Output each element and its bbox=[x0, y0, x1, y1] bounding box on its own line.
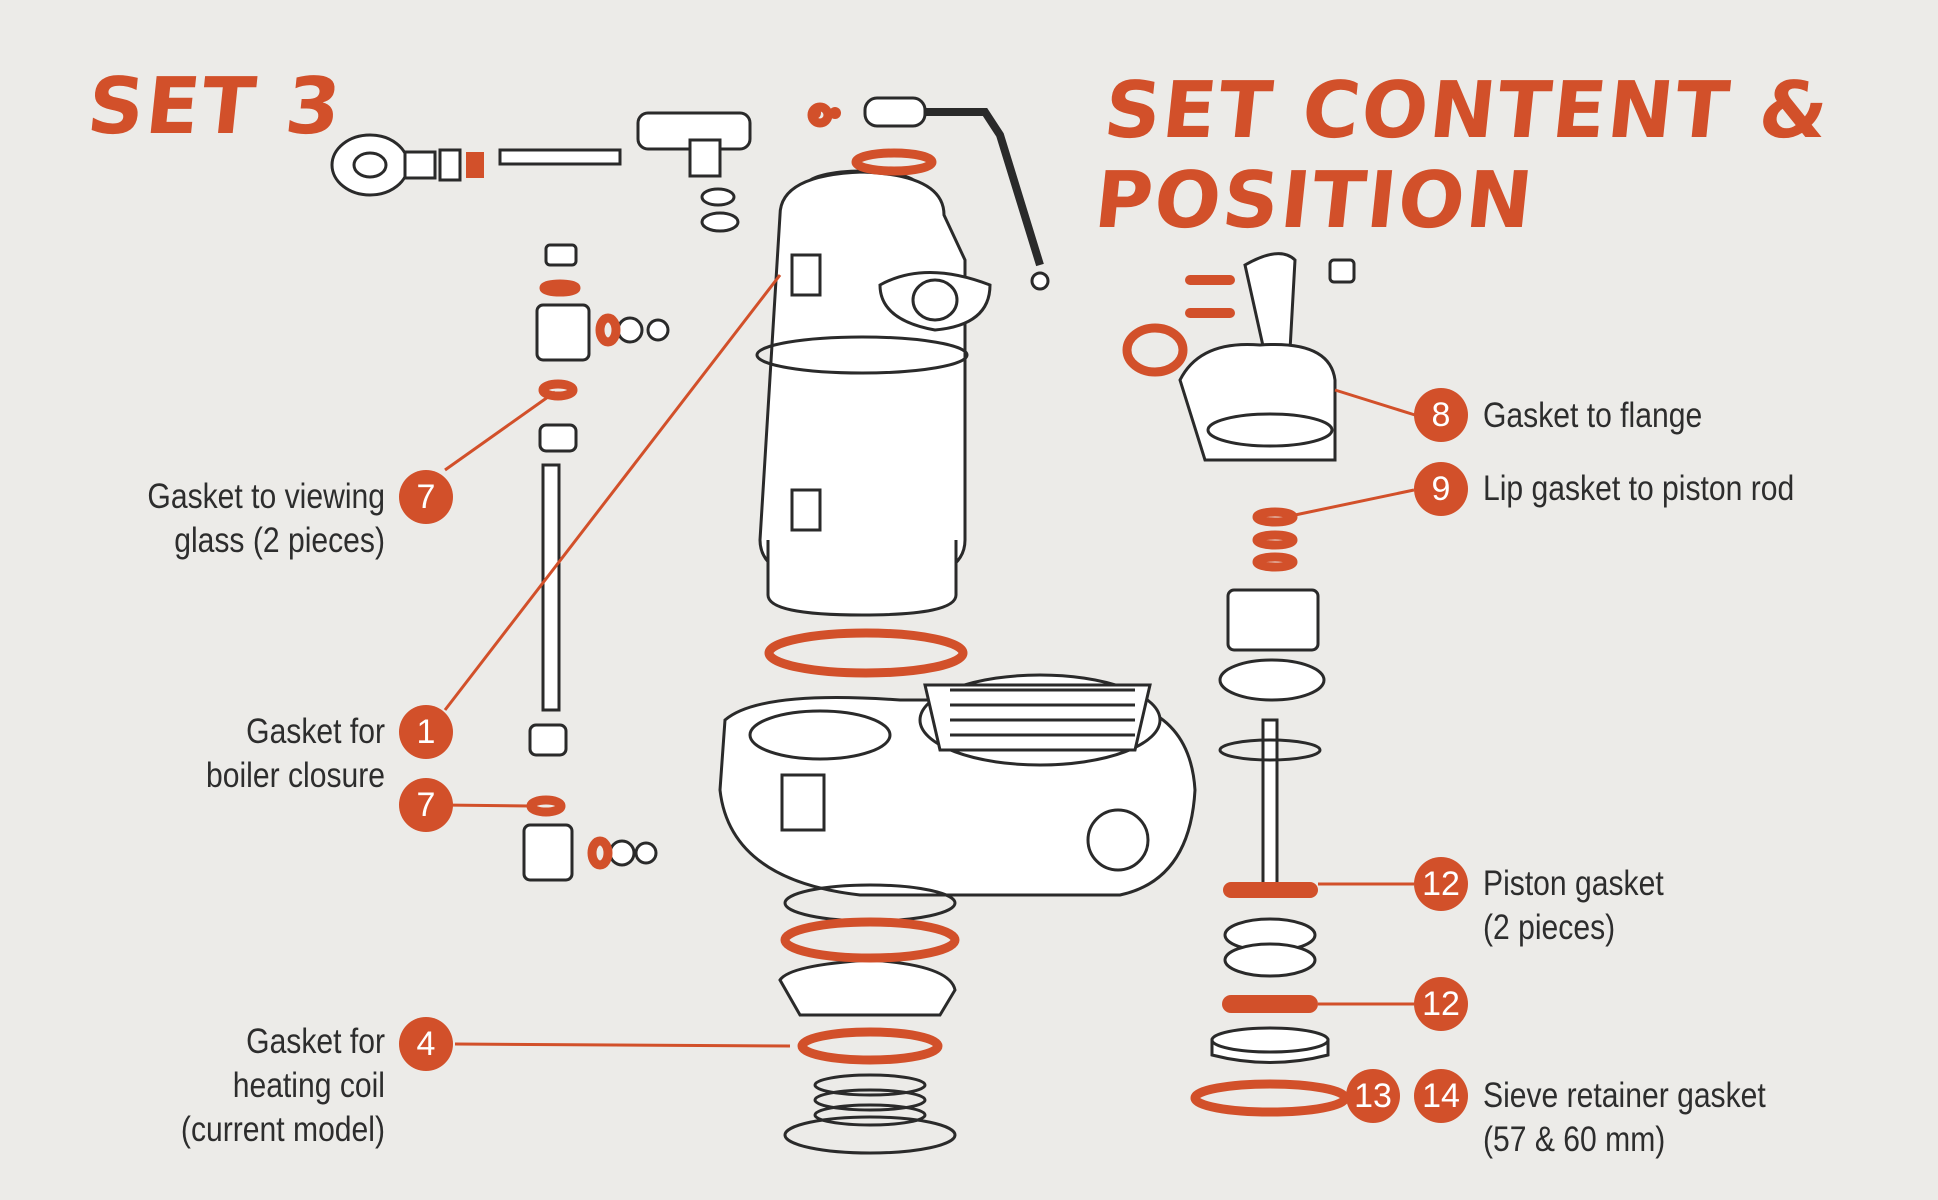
page-heading: SET CONTENT & POSITION bbox=[1090, 66, 1835, 246]
callout-label-sieve-retainer: Sieve retainer gasket (57 & 60 mm) bbox=[1483, 1076, 1766, 1159]
callout-badge-4: 4 bbox=[399, 1017, 453, 1071]
steam-valve-assembly bbox=[330, 96, 1050, 291]
callout-lines bbox=[441, 274, 1416, 1100]
boiler bbox=[755, 169, 992, 617]
callout-label-piston: Piston gasket (2 pieces) bbox=[1483, 864, 1664, 947]
machine-base bbox=[718, 673, 1197, 897]
gaskets bbox=[526, 102, 1350, 1117]
callout-label-boiler-closure: Gasket for boiler closure bbox=[205, 712, 385, 795]
callout-badge-12-lower: 12 bbox=[1414, 977, 1468, 1031]
callout-badge-7: 7 bbox=[399, 470, 453, 524]
callout-badge-12: 12 bbox=[1414, 857, 1468, 911]
callout-badge-8: 8 bbox=[1414, 388, 1468, 442]
callout-badge-14: 14 bbox=[1414, 1069, 1468, 1123]
callout-badge-7-lower: 7 bbox=[399, 778, 453, 832]
callout-label-heating-coil: Gasket for heating coil (current model) bbox=[180, 1022, 385, 1149]
group-head-assembly bbox=[1178, 252, 1356, 1064]
callout-badge-9: 9 bbox=[1414, 462, 1468, 516]
callout-label-flange: Gasket to flange bbox=[1483, 396, 1703, 435]
callout-badge-1: 1 bbox=[399, 705, 453, 759]
set-title: SET 3 bbox=[83, 62, 347, 152]
callout-label-piston-rod: Lip gasket to piston rod bbox=[1483, 469, 1795, 508]
filled-gaskets bbox=[466, 107, 1318, 1013]
callout-badge-13: 13 bbox=[1346, 1069, 1400, 1123]
sight-glass-assembly bbox=[522, 243, 670, 882]
callout-label-viewing-glass: Gasket to viewing glass (2 pieces) bbox=[147, 477, 385, 560]
